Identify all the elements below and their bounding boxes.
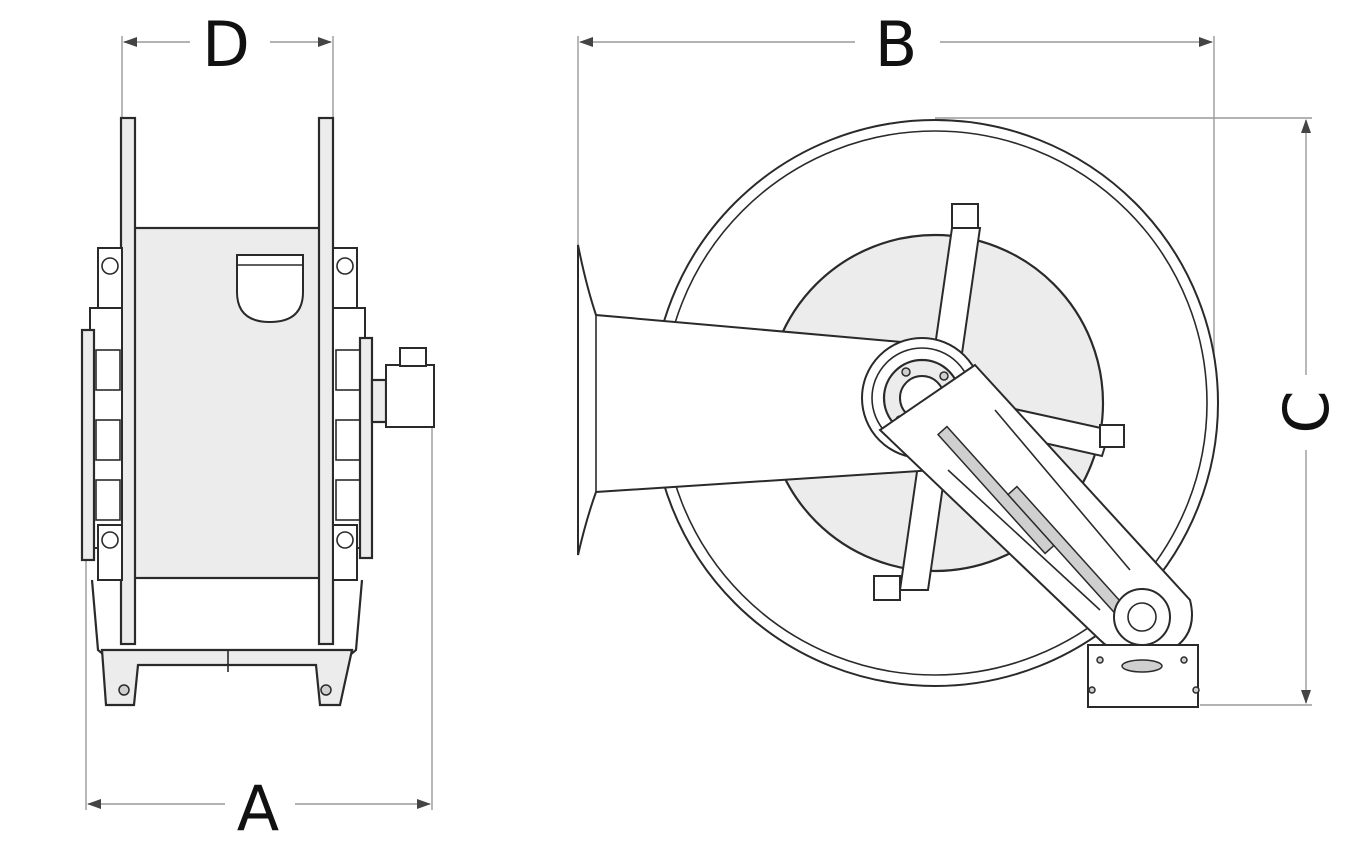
base-frame [100, 648, 354, 707]
label-plate [236, 254, 304, 324]
dimension-d: D [121, 8, 334, 118]
dimension-label-b: B [875, 8, 918, 81]
dimension-label-c: C [1270, 390, 1343, 433]
left-flange [119, 116, 137, 646]
base-foot [1087, 644, 1200, 708]
dimension-label-a: A [237, 772, 279, 845]
reel-front-view [577, 119, 1219, 708]
right-flange [317, 116, 335, 646]
reel-side-view [80, 116, 435, 707]
swivel-inlet [370, 347, 435, 428]
dimension-label-d: D [202, 8, 250, 81]
dimension-c: C [935, 117, 1343, 706]
rewind-arm [878, 363, 1193, 657]
dimension-a: A [85, 420, 433, 845]
left-frame-bracket [80, 247, 123, 661]
right-frame-bracket [332, 247, 374, 661]
dimension-b: B [577, 8, 1215, 380]
